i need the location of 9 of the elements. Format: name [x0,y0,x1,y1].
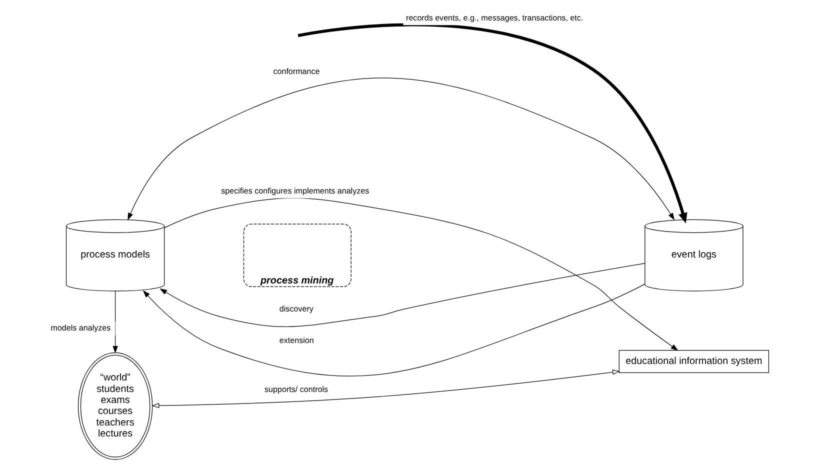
arrow [160,262,646,327]
arrow [128,77,675,220]
node-box: educational information system [618,349,770,372]
node-box: process mining [243,223,352,286]
arrow [142,283,646,376]
arrow [152,369,620,408]
arrow [298,22,688,223]
node-ellipse: “world” students exams courses teachers lectures [78,352,153,460]
arrow [164,197,678,350]
